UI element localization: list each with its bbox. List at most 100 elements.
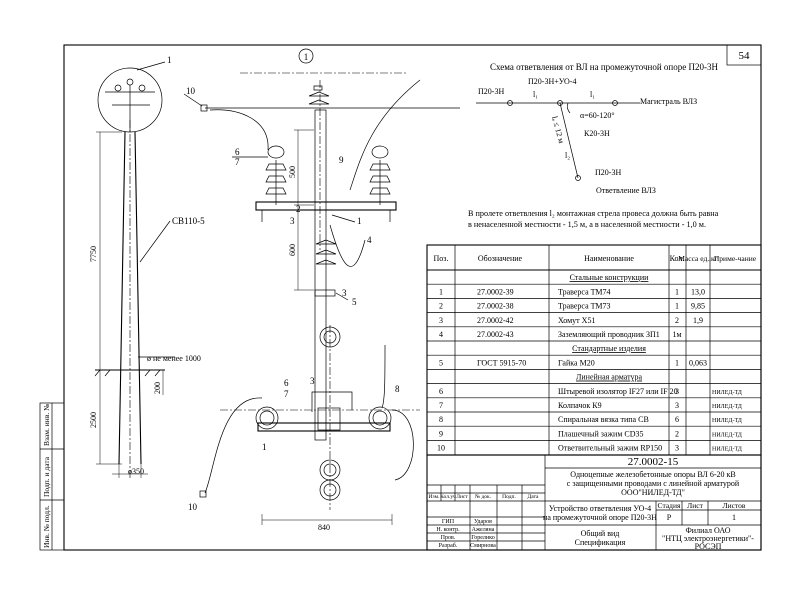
margin-replace-inv: Взам. инв. №	[42, 404, 51, 446]
spec-cell-qty: 1	[675, 302, 679, 311]
callout-1-front: 1	[357, 216, 362, 226]
stamp-sheet-header: Лист	[687, 501, 703, 510]
scheme-title: Схема ответвления от ВЛ на промежуточной…	[490, 62, 718, 72]
dim-350: ø350	[128, 467, 144, 476]
front-view: 1 10 6 7 9 3 2 1	[183, 48, 460, 441]
spec-cell-designation: 27.0002-39	[477, 287, 514, 296]
spec-header-qty: Кол.	[670, 254, 685, 263]
sheet-title-1: Одноцепные железобетонные опоры ВЛ 6-20 …	[570, 470, 735, 479]
callout-6-front: 6	[235, 147, 240, 157]
spec-cell-pos: 2	[439, 302, 443, 311]
stamp-sheets-header: Листов	[723, 501, 746, 510]
callout-5-front: 5	[352, 297, 357, 307]
spec-cell-mass: 1,9	[693, 316, 703, 325]
dim-2500: 2500	[89, 412, 98, 428]
spec-cell-pos: 9	[439, 429, 443, 438]
sheet-code: 27.0002-15	[628, 456, 679, 468]
scheme-main-line: Магистраль ВЛЗ	[640, 97, 697, 106]
signer-name-0: Ударов	[474, 519, 492, 525]
spec-cell-name: Ответвительный зажим RP150	[558, 444, 662, 453]
stamp-col-sign: Подп.	[502, 494, 516, 500]
stamp-col-izm: Изм.	[429, 494, 441, 500]
callout-7-front: 7	[235, 157, 240, 167]
stamp-col-date: Дата	[528, 494, 540, 500]
spec-header-designation: Обозначение	[478, 254, 523, 263]
spec-cell-qty: 1	[675, 358, 679, 367]
stamp-sheets-value: 1	[732, 513, 736, 522]
spec-cell-pos: 10	[437, 444, 445, 453]
page-number-box	[726, 44, 762, 66]
spec-table: Поз. Обозначение Наименование Кол. Масса…	[426, 244, 762, 456]
stamp-col-list: Лист	[456, 494, 468, 500]
signer-name-1: Ажеляна	[472, 527, 495, 533]
spec-cell-note: НИЛЕД-ТД	[712, 432, 742, 438]
title-block: 27.0002-15 Одноцепные железобетонные опо…	[426, 454, 762, 551]
scheme-l1-right: l₁	[590, 90, 595, 99]
pole-type-label: СВ110-5	[172, 216, 205, 226]
stamp-stage-header: Стадия	[658, 501, 681, 510]
signer-role-1: Н. контр.	[436, 527, 460, 533]
callout-4-front: 4	[367, 235, 372, 245]
scheme-l1-left: l₁	[533, 90, 538, 99]
left-margin-strip: Инв. № подл. Подп. и дата Взам. инв. №	[39, 402, 65, 551]
margin-sign-date: Подп. и дата	[42, 456, 51, 497]
scheme-note-1: В пролете ответвления l₂ монтажная стрел…	[468, 209, 719, 218]
spec-cell-mass: 9,85	[691, 302, 705, 311]
spec-cell-qty: 3	[675, 387, 679, 396]
spec-section-title: Линейная арматура	[576, 373, 643, 382]
margin-inv-no: Инв. № подл.	[42, 505, 51, 548]
scheme-k-pole: К20-3Н	[584, 129, 610, 138]
view-callout-circle	[298, 48, 314, 64]
branch-scheme: Схема ответвления от ВЛ на промежуточной…	[468, 62, 719, 229]
spec-cell-qty: 2	[675, 429, 679, 438]
spec-cell-qty: 6	[675, 415, 679, 424]
org-line-1: Филиал ОАО	[685, 526, 730, 535]
scheme-note-2: в ненаселенной местности - 1,5 м, а в на…	[468, 220, 706, 229]
signer-name-3: Смирнова	[470, 543, 496, 549]
spec-cell-pos: 8	[439, 415, 443, 424]
scheme-branch: Ответвление ВЛЗ	[596, 186, 656, 195]
scheme-left-pole: П20-3Н	[478, 87, 504, 96]
scheme-length-le: lₑ ≤ 12 м	[550, 115, 566, 144]
spec-cell-designation: 27.0002-43	[477, 330, 514, 339]
spec-header-pos: Поз.	[434, 254, 449, 263]
spec-cell-designation: 27.0002-38	[477, 302, 514, 311]
spec-cell-name: Хомут Х51	[558, 316, 595, 325]
spec-header-mass: Масса ед.,кг	[678, 254, 717, 263]
spec-cell-note: НИЛЕД-ТД	[712, 404, 742, 410]
callout-1-plan: 1	[262, 442, 267, 452]
spec-cell-note: НИЛЕД-ТД	[712, 418, 742, 424]
plan-view: 8 3 6 7 1 10 840	[188, 325, 420, 532]
spec-cell-mass: 13,0	[691, 287, 705, 296]
spec-cell-name: Плашечный зажим CD35	[558, 429, 644, 438]
dim-200: 200	[153, 382, 162, 394]
spec-cell-designation: 27.0002-42	[477, 316, 514, 325]
signer-role-3: Разраб.	[439, 542, 458, 549]
spec-cell-qty: 1м	[672, 330, 681, 339]
callout-6-plan: 6	[284, 378, 289, 388]
dim-500: 500	[288, 166, 297, 178]
view-callout: 1	[304, 52, 309, 62]
spec-cell-qty: 3	[675, 401, 679, 410]
spec-cell-name: Траверса ТМ73	[558, 302, 611, 311]
org-line-3: РОСЭП	[695, 542, 722, 551]
doc-title-2: на промежуточной опоре П20-3Н	[543, 513, 657, 522]
dim-600: 600	[288, 244, 297, 256]
spec-header-note: Приме-чание	[714, 254, 757, 263]
spec-cell-name: Колпачок К9	[558, 401, 602, 410]
callout-7-plan: 7	[284, 389, 289, 399]
spec-header-name: Наименование	[584, 254, 634, 263]
spec-cell-pos: 4	[439, 330, 443, 339]
spec-cell-qty: 1	[675, 287, 679, 296]
scheme-l2: l₂	[565, 151, 570, 160]
scheme-angle: α=60-120°	[580, 111, 615, 120]
sheet-title-3: ООО"НИЛЕД-ТД"	[621, 488, 685, 497]
spec-cell-name: Траверса ТМ74	[558, 287, 611, 296]
org-line-2: "НТЦ электроэнергетики"-	[662, 534, 754, 543]
callout-3-plan: 3	[310, 376, 315, 386]
spec-cell-pos: 1	[439, 287, 443, 296]
scheme-end-pole: П20-3Н	[595, 168, 621, 177]
stamp-col-kol: Кол.уч	[440, 494, 456, 500]
signer-name-2: Горелико	[471, 535, 494, 541]
